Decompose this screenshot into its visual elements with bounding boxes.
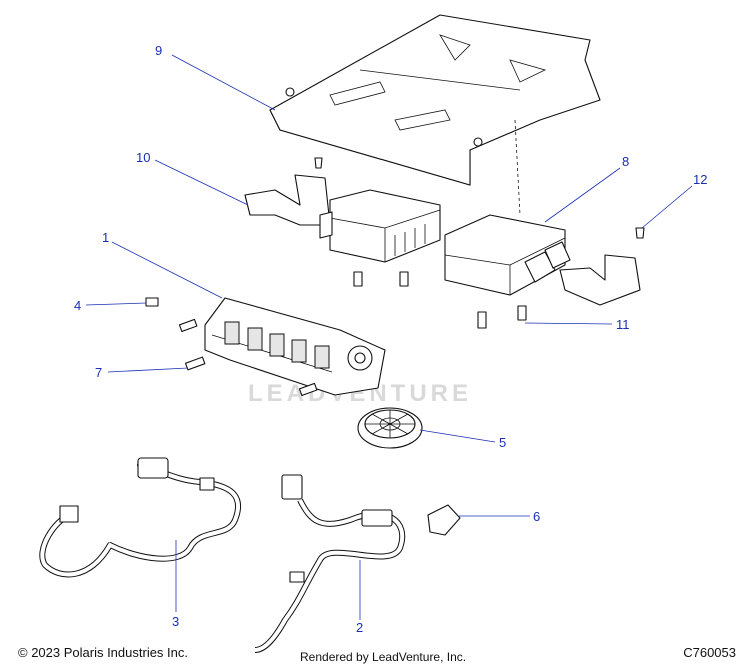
callout-1: 1: [102, 230, 109, 245]
diagram-code: C760053: [683, 645, 736, 660]
callout-leaders: [85, 54, 693, 620]
callout-4: 4: [74, 298, 81, 313]
part-7-screw[interactable]: [178, 318, 318, 397]
rendered-by-text: Rendered by LeadVenture, Inc.: [300, 650, 467, 664]
callout-11: 11: [616, 317, 630, 332]
part-3-wire-harness[interactable]: [39, 457, 242, 578]
copyright-text: © 2023 Polaris Industries Inc.: [18, 645, 188, 660]
part-1-fuse-relay-block[interactable]: [204, 297, 386, 396]
callout-2: 2: [356, 620, 363, 635]
part-5-grommet[interactable]: [357, 407, 423, 449]
part-9-mounting-bracket[interactable]: [269, 14, 601, 186]
part-8-control-module-left[interactable]: [319, 189, 441, 287]
callout-3: 3: [172, 614, 179, 629]
callout-6: 6: [533, 509, 540, 524]
part-4-fuse[interactable]: [145, 297, 159, 307]
callout-10: 10: [136, 150, 150, 165]
part-8-control-module-right[interactable]: [444, 214, 571, 329]
part-12-cover[interactable]: [559, 227, 645, 306]
callout-9: 9: [155, 43, 162, 58]
callout-12: 12: [693, 172, 707, 187]
part-6-connector-cap[interactable]: [427, 504, 461, 536]
part-2-wire-harness[interactable]: [254, 474, 405, 653]
callout-5: 5: [499, 435, 506, 450]
callout-8: 8: [622, 154, 629, 169]
part-10-cover[interactable]: [244, 157, 331, 226]
callout-7: 7: [95, 365, 102, 380]
